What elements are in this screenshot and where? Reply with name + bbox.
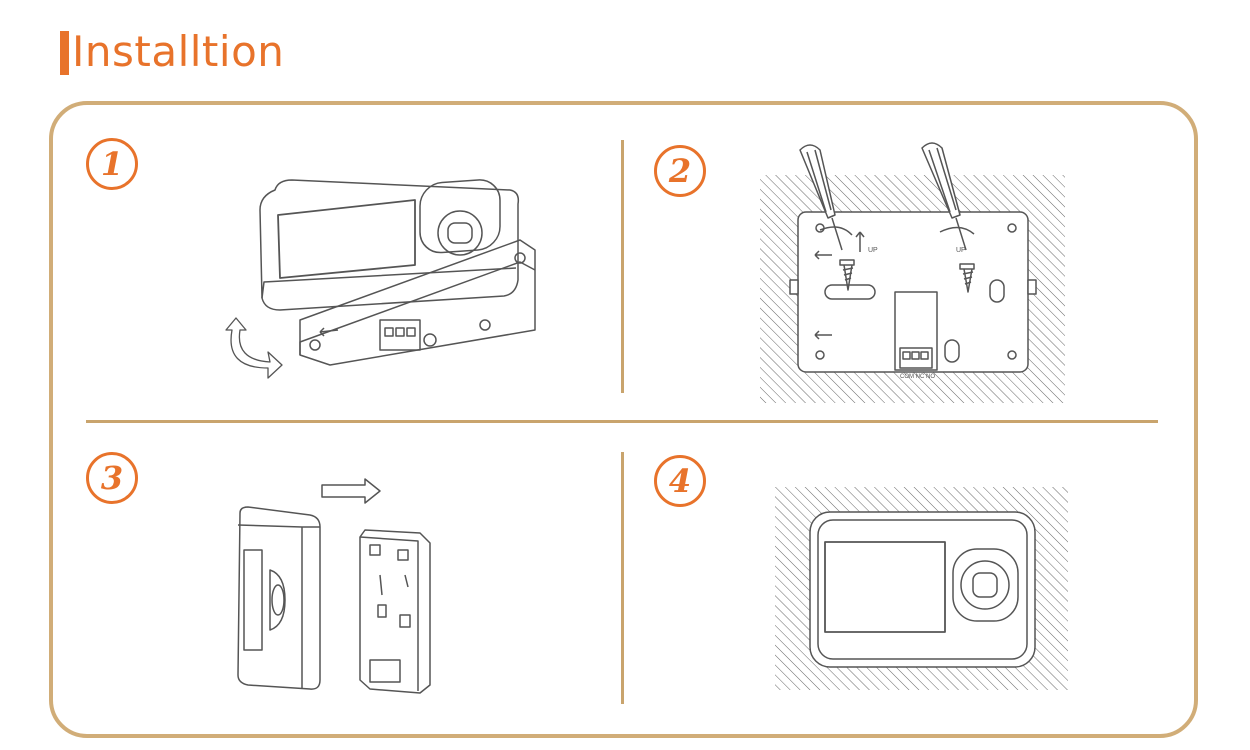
instructions-frame	[49, 101, 1198, 738]
page-title: Installtion	[72, 27, 285, 76]
divider-vertical-top	[621, 140, 624, 393]
step-2-illustration: UP UP COM NC NO	[760, 142, 1065, 403]
fingerprint-surround	[952, 548, 1019, 622]
mounting-plate	[359, 529, 431, 694]
screw-right-icon	[959, 263, 975, 293]
step-1-illustration	[225, 179, 536, 379]
screwdriver-left-icon	[799, 144, 853, 251]
device-screen	[824, 541, 946, 633]
up-label-right: UP	[956, 247, 966, 254]
screw-left-icon	[839, 259, 855, 291]
mounting-plate	[299, 239, 536, 366]
tilt-arrow-icon	[225, 317, 283, 379]
divider-horizontal	[86, 420, 1158, 423]
fingerprint-sensor	[972, 572, 998, 598]
slide-arrow-icon	[321, 478, 381, 504]
page-header: Installtion	[60, 28, 284, 76]
step-2-badge: 2	[654, 145, 706, 197]
fingerprint-ring	[960, 560, 1010, 610]
screwdriver-right-icon	[921, 142, 975, 251]
device-body	[237, 506, 321, 690]
title-accent-bar	[60, 31, 69, 75]
fingerprint-surround	[419, 179, 501, 254]
terminal-labels: COM NC NO	[900, 374, 935, 380]
device-screen	[277, 199, 416, 279]
step-3-illustration	[237, 478, 431, 694]
up-label-left: UP	[868, 247, 878, 254]
terminal-block	[379, 319, 421, 351]
step-4-badge: 4	[654, 455, 706, 507]
step-3-badge: 3	[86, 452, 138, 504]
step-4-illustration	[775, 487, 1068, 690]
divider-vertical-bottom	[621, 452, 624, 704]
step-1-badge: 1	[86, 138, 138, 190]
fingerprint-ring	[437, 210, 483, 256]
terminal-block	[894, 291, 938, 371]
device-body	[259, 179, 520, 311]
fingerprint-sensor	[447, 222, 473, 244]
device-body	[809, 511, 1036, 668]
device-screen	[243, 549, 263, 651]
